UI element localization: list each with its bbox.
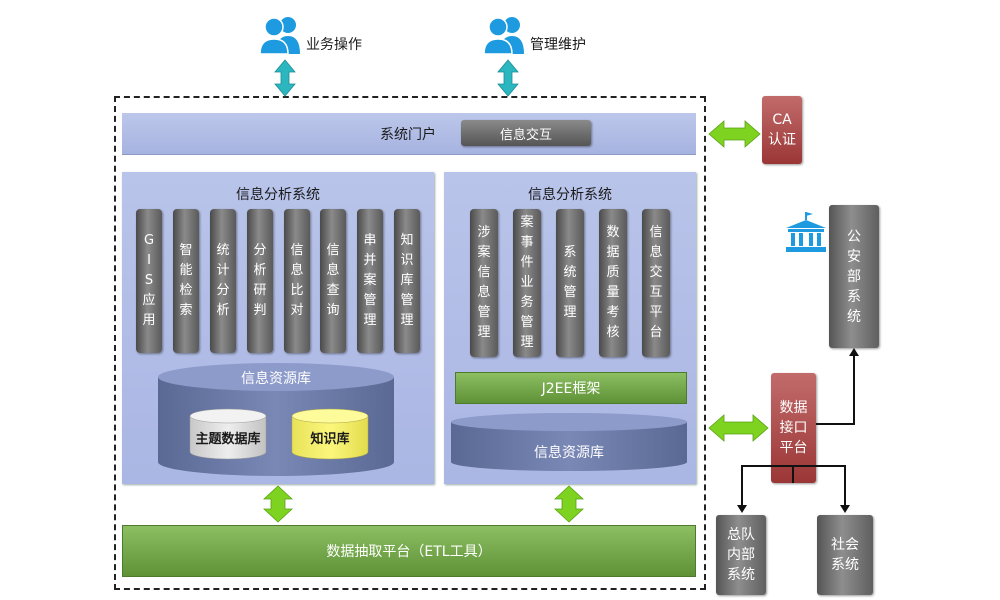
- module-data-quality[interactable]: 数 据 质 量 考 核: [599, 209, 627, 357]
- double-arrow-icon: [497, 59, 519, 97]
- theme-db-label: 主题数据库: [195, 432, 261, 447]
- module-gis[interactable]: G I S 应 用: [136, 209, 162, 353]
- module-system-mgmt[interactable]: 系 统 管 理: [556, 209, 584, 357]
- ca-auth-box: CA 认证: [762, 96, 802, 164]
- double-arrow-icon: [708, 414, 769, 442]
- module-info-compare[interactable]: 信 息 比 对: [284, 209, 310, 353]
- corps-internal-system: 总队 内部 系统: [716, 515, 766, 595]
- j2ee-framework-bar: J2EE框架: [455, 372, 687, 404]
- business-user-group: 业务操作: [258, 14, 378, 56]
- left-panel-title: 信息分析系统: [236, 187, 320, 203]
- module-case-info-mgmt[interactable]: 涉 案 信 息 管 理: [470, 209, 498, 357]
- admin-user-group: 管理维护: [482, 14, 612, 56]
- government-building-icon: [786, 212, 826, 252]
- right-panel-title: 信息分析系统: [528, 187, 612, 203]
- double-arrow-icon: [274, 59, 296, 97]
- right-db-title: 信息资源库: [534, 445, 604, 461]
- admin-label: 管理维护: [530, 37, 586, 53]
- social-system: 社会 系统: [817, 515, 873, 595]
- double-arrow-icon: [553, 485, 585, 523]
- module-info-query[interactable]: 信 息 查 询: [320, 209, 346, 353]
- module-case-event-mgmt[interactable]: 案 事 件 业 务 管 理: [513, 209, 541, 357]
- business-label: 业务操作: [306, 37, 362, 53]
- double-arrow-icon: [708, 120, 761, 148]
- user-group-icon: [259, 17, 300, 55]
- module-case-link[interactable]: 串 并 案 管 理: [357, 209, 383, 353]
- double-arrow-icon: [262, 485, 294, 523]
- module-knowledge-base[interactable]: 知 识 库 管 理: [394, 209, 420, 353]
- system-boundary: [114, 96, 706, 590]
- module-info-exchange-platform[interactable]: 信 息 交 互 平 台: [642, 209, 670, 357]
- portal-label: 系统门户: [380, 127, 436, 143]
- data-interface-platform: 数据 接口 平台: [771, 373, 816, 483]
- user-group-icon: [483, 17, 524, 55]
- etl-platform-bar: 数据抽取平台（ETL工具）: [122, 525, 696, 577]
- module-smart-search[interactable]: 智 能 检 索: [173, 209, 199, 353]
- left-db-title: 信息资源库: [241, 371, 311, 387]
- module-analysis-judgement[interactable]: 分 析 研 判: [247, 209, 273, 353]
- knowledge-db-label: 知识库: [310, 432, 350, 447]
- police-ministry-system: 公 安 部 系 统: [829, 205, 879, 348]
- info-exchange-button[interactable]: 信息交互: [461, 120, 591, 146]
- module-statistics[interactable]: 统 计 分 析: [210, 209, 236, 353]
- system-portal-bar: [122, 113, 696, 155]
